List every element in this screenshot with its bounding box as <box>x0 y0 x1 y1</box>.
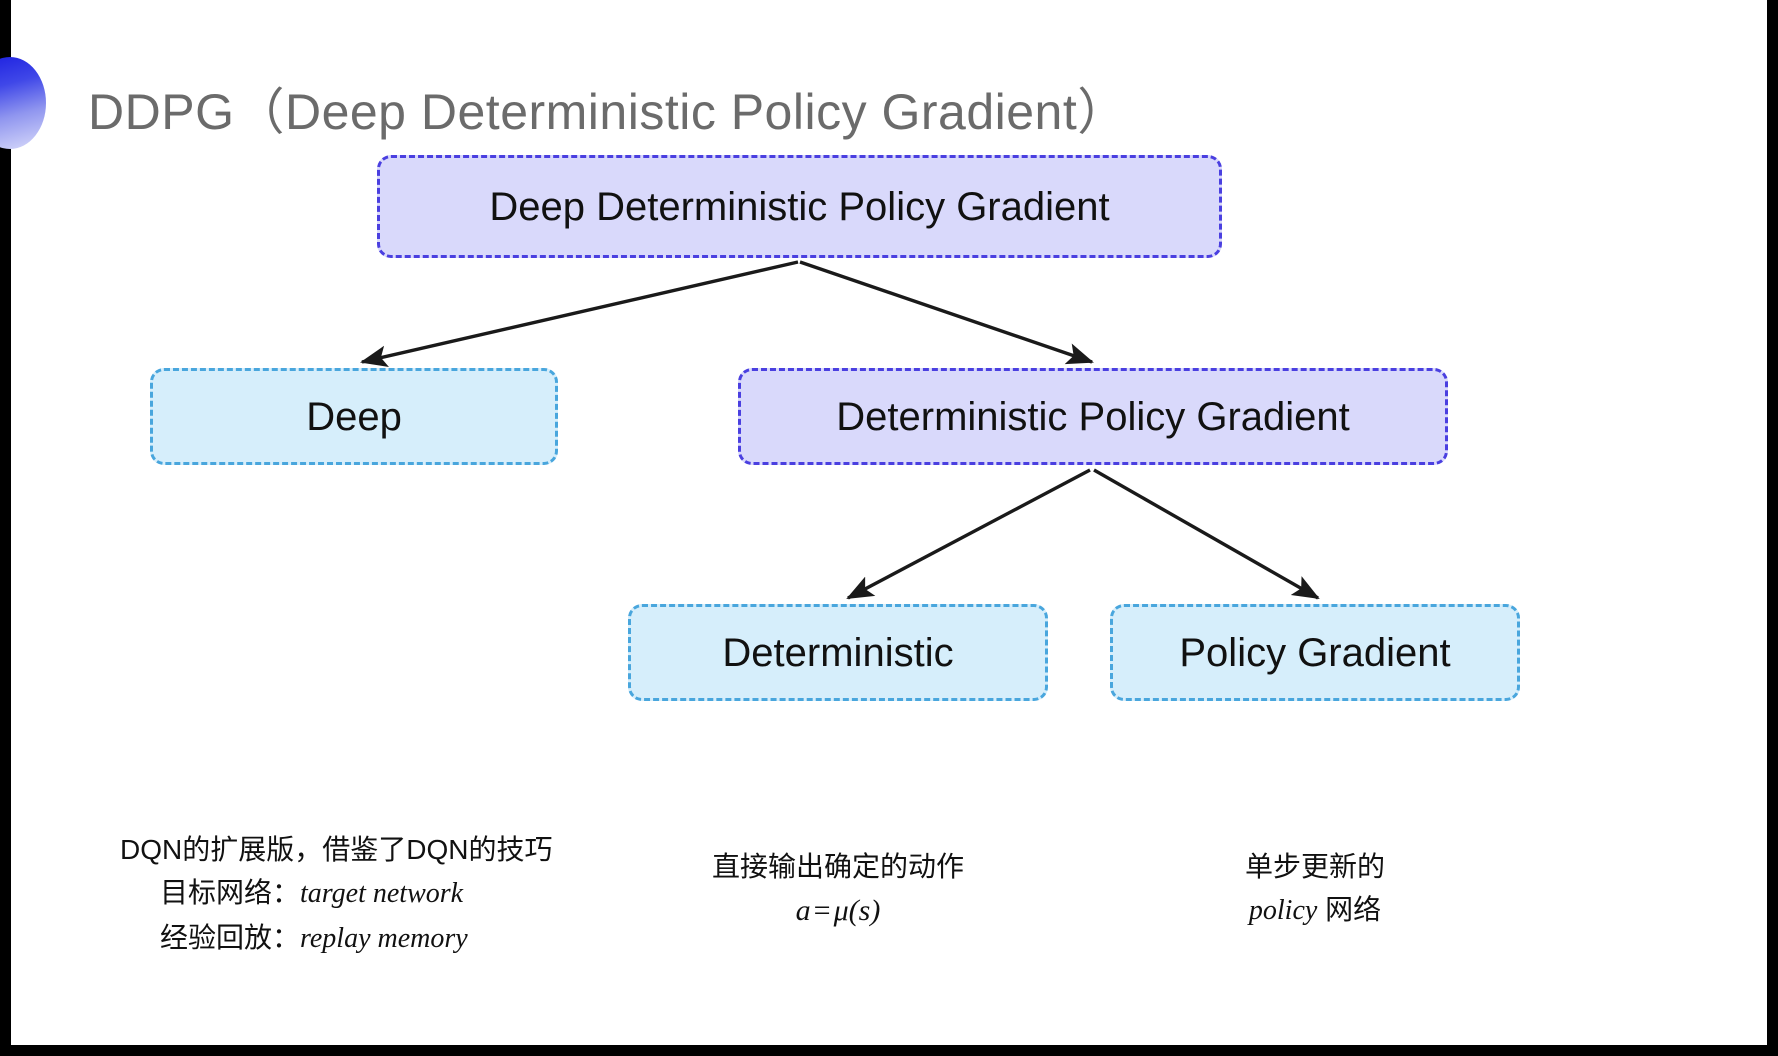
caption-deep: DQN的扩展版，借鉴了DQN的技巧 目标网络：target network 经验… <box>120 828 640 960</box>
node-deep-deterministic-policy-gradient[interactable]: Deep Deterministic Policy Gradient <box>377 155 1222 258</box>
slide-frame-bottom <box>0 1045 1778 1056</box>
formula-operator: = <box>813 894 831 928</box>
page-title: DDPG（Deep Deterministic Policy Gradient） <box>88 84 1128 140</box>
node-label: Deterministic Policy Gradient <box>836 394 1350 439</box>
caption-deep-line-2: 目标网络：target network <box>120 871 640 915</box>
title-bullet-icon <box>0 57 46 149</box>
node-deterministic-policy-gradient[interactable]: Deterministic Policy Gradient <box>738 368 1448 465</box>
edge-dpg-to-det <box>846 468 1091 600</box>
caption-deterministic: 直接输出确定的动作 a=μ(s) <box>628 845 1048 935</box>
node-label: Deep <box>306 394 402 439</box>
caption-deep-line-2-label: 目标网络： <box>160 877 301 909</box>
formula-lhs: a <box>795 894 811 928</box>
edge-root-to-deep <box>360 260 799 367</box>
caption-deep-line-2-term: target network <box>300 878 464 910</box>
caption-deep-line-3-term: replay memory <box>300 922 468 954</box>
edge-dpg-to-pg <box>1093 468 1320 600</box>
caption-deterministic-formula: a=μ(s) <box>628 888 1048 935</box>
node-label: Deterministic <box>722 630 954 675</box>
node-deep[interactable]: Deep <box>150 368 558 465</box>
node-label: Deep Deterministic Policy Gradient <box>489 184 1110 229</box>
caption-policy-gradient: 单步更新的 policy 网络 <box>1110 845 1520 933</box>
slide-frame-left <box>0 0 11 1056</box>
caption-deep-line-3-label: 经验回放： <box>160 921 301 953</box>
node-policy-gradient[interactable]: Policy Gradient <box>1110 604 1520 701</box>
caption-policy-gradient-suffix: 网络 <box>1317 894 1382 926</box>
caption-deep-line-1: DQN的扩展版，借鉴了DQN的技巧 <box>120 834 553 865</box>
caption-deterministic-line-1: 直接输出确定的动作 <box>711 851 964 882</box>
node-deterministic[interactable]: Deterministic <box>628 604 1048 701</box>
node-label: Policy Gradient <box>1179 630 1451 675</box>
caption-deep-line-3: 经验回放：replay memory <box>120 916 640 960</box>
formula-rhs: μ(s) <box>833 894 881 928</box>
caption-policy-gradient-line-1: 单步更新的 <box>1244 851 1385 882</box>
caption-policy-gradient-line-2: policy 网络 <box>1110 888 1520 932</box>
caption-policy-gradient-term: policy <box>1248 895 1318 927</box>
slide-frame-right <box>1767 0 1778 1056</box>
edge-root-to-dpg <box>799 260 1094 365</box>
